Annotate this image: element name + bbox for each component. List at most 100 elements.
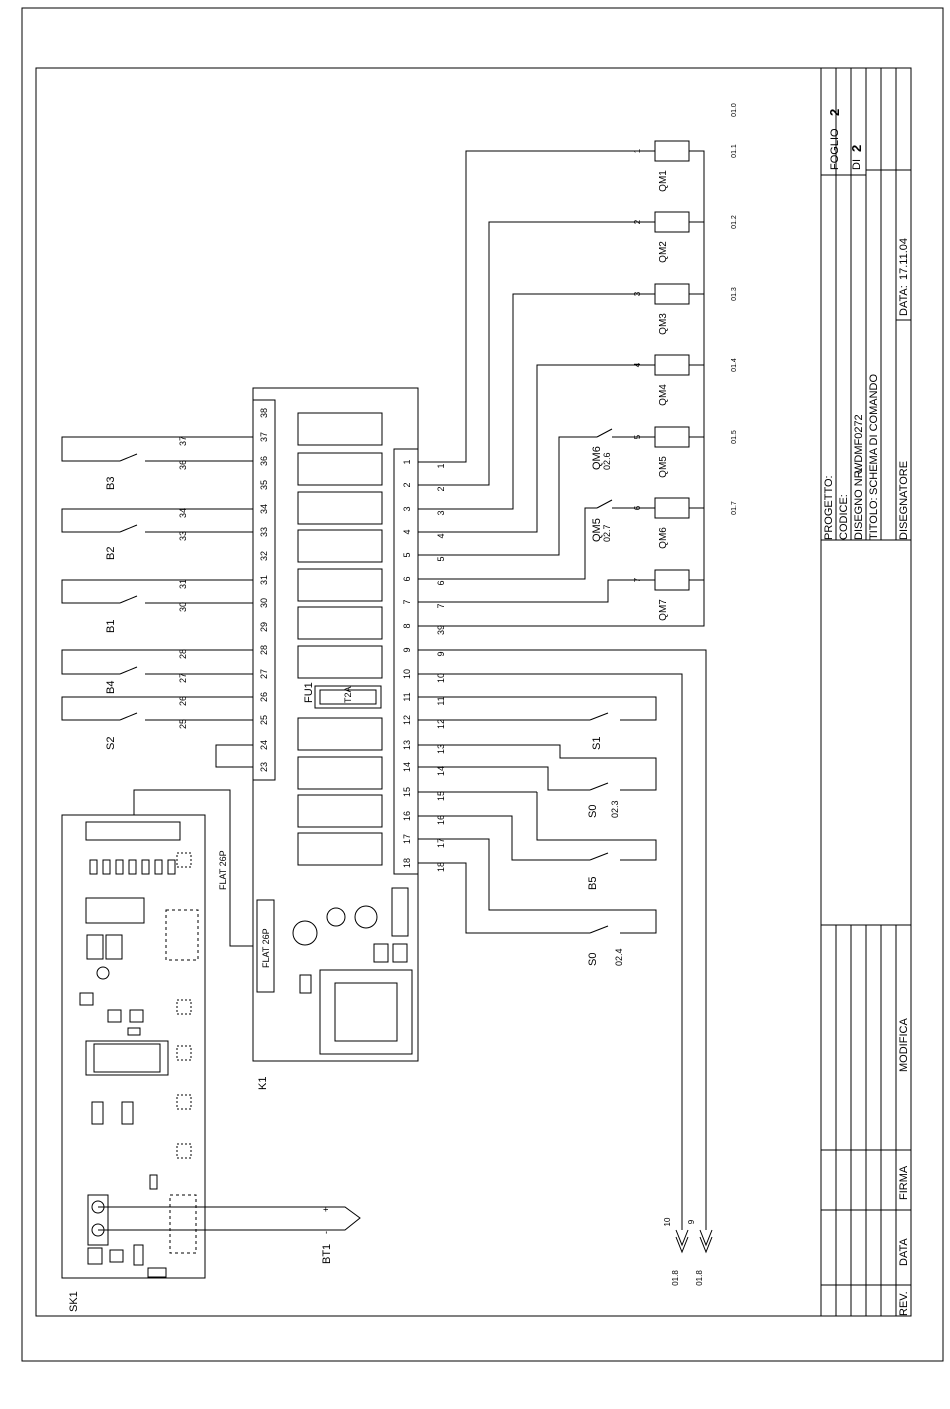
wire-right-10: 10 [436,673,446,683]
terminal-right-5: 5 [402,552,412,557]
contact-ref-4: 01.4 [731,358,738,372]
drawing-frame [35,67,912,1317]
label-qm6-ref-num: 02.6 [602,452,612,470]
wire-right-13: 13 [436,744,446,754]
title-codice-label: CODICE: [838,494,850,540]
label-bt1: BT1 [321,1244,333,1264]
label-b5: B5 [587,877,599,890]
coil-num-QM6: 6 [633,505,642,510]
cross-ref-1: 01.8 [695,1270,704,1286]
terminal-right-3: 3 [402,506,412,511]
qm5-interlock [596,499,613,509]
right-terminal-strip [393,448,419,875]
flat-connector [256,899,275,993]
coil-qm2 [654,211,690,233]
terminal-right-2: 2 [402,482,412,487]
terminal-left-30: 30 [259,598,269,608]
title-foglio-value: 2 [827,109,842,116]
left-terminal-strip [252,399,276,781]
label-b3: B3 [105,477,117,490]
terminal-right-15: 15 [402,787,412,797]
s1-contact [589,712,609,721]
coil-num-QM3: 3 [633,291,642,296]
wire-left-33: 33 [178,531,188,541]
s0-contact-a [589,782,609,791]
contact-ref-5: 01.5 [731,430,738,444]
title-di-value: 2 [849,145,864,152]
rev-firma-label: FIRMA [898,1165,910,1200]
b5-contact [589,852,609,861]
coil-qm4 [654,354,690,376]
terminal-left-33: 33 [259,527,269,537]
sk1-board [61,814,206,1279]
coil-num-QM5: 5 [633,434,642,439]
wire-right-17: 17 [436,838,446,848]
rev-label: REV. [898,1291,910,1316]
terminal-left-28: 28 [259,645,269,655]
terminal-left-34: 34 [259,504,269,514]
b4-contact [119,666,138,675]
label-k1: K1 [257,1077,269,1090]
terminal-left-23: 23 [259,762,269,772]
wire-right-3: 3 [436,510,446,515]
cross-ref-wire-0: 10 [663,1217,672,1226]
coil-num-QM2: 2 [633,219,642,224]
wire-right-4: 4 [436,533,446,538]
bt1-pin-minus: - [321,1231,331,1234]
terminal-right-11: 11 [402,692,412,701]
title-progetto-label: PROGETTO: [823,475,835,540]
terminal-left-36: 36 [259,456,269,466]
label-fu1: FU1 [303,682,315,703]
terminal-right-16: 16 [402,811,412,821]
wire-left-26: 26 [178,696,188,706]
terminal-left-26: 26 [259,692,269,702]
contact-ref-3: 01.3 [731,287,738,301]
wire-right-39: 39 [436,625,446,635]
coil-name-QM6: QM6 [658,527,669,549]
terminal-left-35: 35 [259,480,269,490]
wire-right-1: 1 [436,463,446,468]
coil-name-QM5: QM5 [658,456,669,478]
title-titolo-label: TITOLO: [868,497,880,540]
wire-left-36: 36 [178,460,188,470]
rev-modifica-label: MODIFICA [898,1018,910,1072]
label-s0a-ref: 02.3 [610,800,620,818]
s0-contact-b [589,925,609,934]
coil-qm1 [654,140,690,162]
wire-left-27: 27 [178,673,188,683]
wire-left-37: 37 [178,436,188,446]
wire-right-11: 11 [436,696,446,705]
cross-ref-wire-1: 9 [687,1219,696,1224]
label-s0b: S0 [587,953,599,966]
qm6-interlock [596,428,613,438]
contact-ref-0: 01.0 [731,103,738,117]
terminal-right-4: 4 [402,529,412,534]
label-sk1: SK1 [68,1291,80,1312]
coil-name-QM4: QM4 [658,384,669,406]
wire-right-15: 15 [436,791,446,801]
contact-ref-6: 01.7 [731,501,738,515]
coil-name-QM7: QM7 [658,599,669,621]
label-b4: B4 [105,681,117,694]
contact-ref-2: 01.2 [731,215,738,229]
wire-right-16: 16 [436,815,446,825]
wire-right-14: 14 [436,766,446,776]
title-disegno-label: DISEGNO NR. [853,467,865,540]
label-s2: S2 [105,737,117,750]
wire-left-25: 25 [178,719,188,729]
coil-name-QM3: QM3 [658,313,669,335]
label-s0a: S0 [587,805,599,818]
contact-ref-1: 01.1 [731,144,738,158]
wire-left-31: 31 [178,579,188,589]
terminal-right-13: 13 [402,740,412,750]
bt1-pin-plus: + [321,1207,331,1212]
wire-left-28: 28 [178,649,188,659]
wire-right-9: 9 [436,651,446,656]
coil-qm5 [654,426,690,448]
terminal-left-38: 38 [259,408,269,418]
coil-qm3 [654,283,690,305]
label-flat-cable: FLAT 26P [218,850,228,890]
wire-right-12: 12 [436,719,446,729]
wire-right-5: 5 [436,556,446,561]
